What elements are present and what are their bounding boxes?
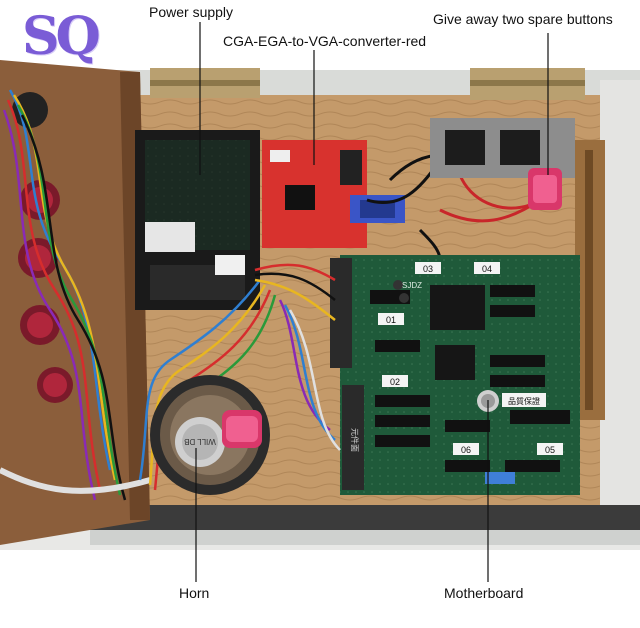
label-horn: Horn bbox=[179, 585, 210, 601]
power-supply bbox=[135, 130, 260, 310]
chip-label-01: 01 bbox=[386, 315, 396, 325]
label-spare-buttons: Give away two spare buttons bbox=[433, 11, 613, 27]
sq-logo: SQ bbox=[22, 6, 101, 67]
label-converter: CGA-EGA-to-VGA-converter-red bbox=[223, 33, 427, 49]
callout-lines bbox=[195, 22, 549, 582]
chip-label-04: 04 bbox=[482, 264, 492, 274]
label-motherboard: Motherboard bbox=[444, 585, 524, 601]
label-power-supply: Power supply bbox=[149, 4, 234, 20]
board-stickers: 03 04 01 02 06 05 品質保證 SJDZ 元件面 bbox=[350, 262, 563, 455]
speaker: WILL DB bbox=[150, 375, 270, 495]
door-wiring bbox=[0, 89, 151, 501]
warranty-sticker: 品質保證 bbox=[508, 396, 540, 406]
motherboard bbox=[330, 255, 580, 495]
connector-text: 元件面 bbox=[350, 428, 360, 452]
chip-label-03: 03 bbox=[423, 264, 433, 274]
speaker-brand: WILL DB bbox=[184, 437, 216, 446]
vga-converter-board bbox=[262, 140, 405, 248]
chip-label-05: 05 bbox=[545, 445, 555, 455]
spare-buttons bbox=[528, 168, 562, 210]
chip-label-02: 02 bbox=[390, 377, 400, 387]
board-brand: SJDZ bbox=[402, 281, 422, 290]
chip-label-06: 06 bbox=[461, 445, 471, 455]
